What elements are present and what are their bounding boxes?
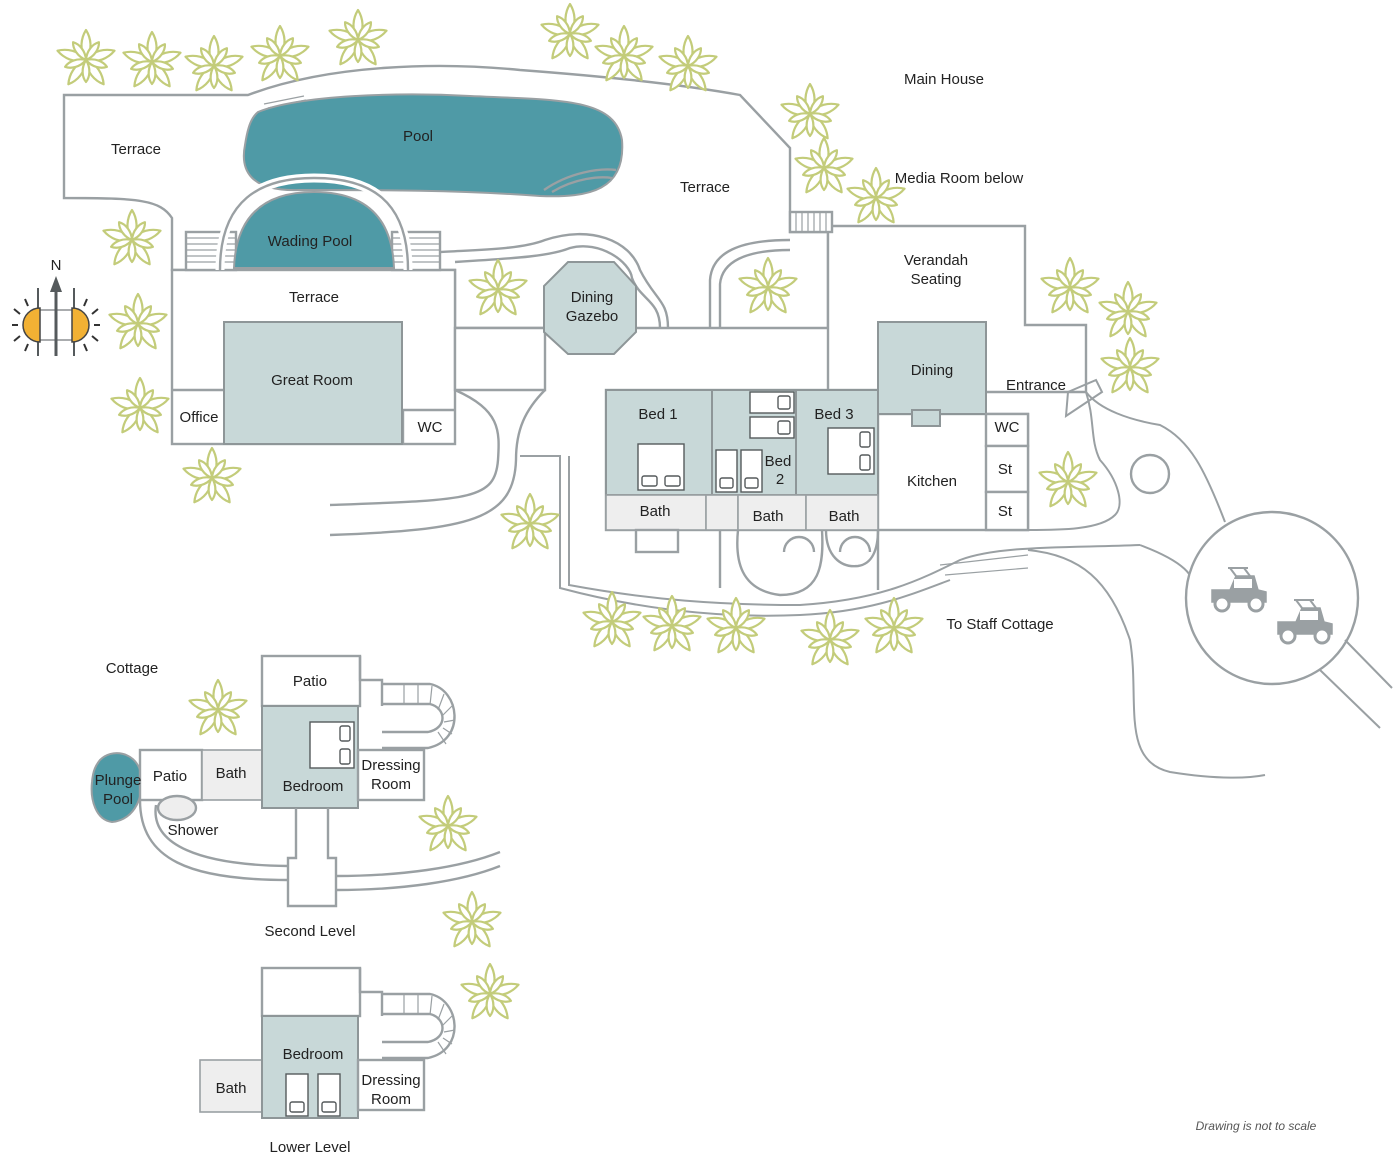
- label-main-house: Main House: [904, 71, 984, 88]
- label-office: Office: [180, 409, 219, 426]
- label-storage-1: St: [998, 461, 1013, 478]
- label-lower-bath: Bath: [216, 1080, 247, 1097]
- bed-icon: [827, 427, 875, 475]
- label-cottage-bedroom: Bedroom: [283, 778, 344, 795]
- label-wading-pool: Wading Pool: [268, 233, 353, 250]
- palm-plant-icon: [792, 136, 856, 197]
- palm-plant-icon: [120, 30, 184, 91]
- label-dining-gazebo-line2: Gazebo: [566, 308, 619, 325]
- label-terrace-east: Terrace: [680, 179, 730, 196]
- label-compass-north: N: [51, 257, 62, 274]
- label-bed1: Bed 1: [638, 406, 677, 423]
- palm-plant-icon: [778, 82, 842, 143]
- label-bath-1: Bath: [640, 503, 671, 520]
- label-lower-dressing-line2: Room: [371, 1091, 411, 1108]
- palm-plant-icon: [538, 2, 602, 63]
- palm-plant-icon: [416, 794, 480, 855]
- palm-plant-icon: [1036, 450, 1100, 511]
- label-second-level: Second Level: [265, 923, 356, 940]
- label-verandah-line1: Verandah: [904, 252, 968, 269]
- label-bath-3: Bath: [829, 508, 860, 525]
- label-bed2-line2: 2: [776, 471, 784, 488]
- label-bath-2: Bath: [753, 508, 784, 525]
- palm-plant-icon: [798, 608, 862, 669]
- palm-plant-icon: [186, 678, 250, 739]
- label-cottage-bath: Bath: [216, 765, 247, 782]
- palm-plant-icon: [248, 24, 312, 85]
- palm-plant-icon: [54, 28, 118, 89]
- label-scale-note: Drawing is not to scale: [1196, 1119, 1317, 1133]
- palm-plant-icon: [862, 596, 926, 657]
- palm-plant-icon: [440, 890, 504, 951]
- pools: [90, 93, 624, 824]
- label-pool: Pool: [403, 128, 433, 145]
- palm-plant-icon: [1038, 256, 1102, 317]
- palm-plant-icon: [326, 8, 390, 69]
- label-plunge-pool-line2: Pool: [103, 791, 133, 808]
- label-entrance: Entrance: [1006, 377, 1066, 394]
- label-storage-2: St: [998, 503, 1013, 520]
- label-lower-dressing-line1: Dressing: [361, 1072, 420, 1089]
- label-bed3: Bed 3: [814, 406, 853, 423]
- label-patio-top: Patio: [293, 673, 327, 690]
- label-media-room: Media Room below: [895, 170, 1024, 187]
- palm-plant-icon: [180, 446, 244, 507]
- palm-plant-icon: [100, 208, 164, 269]
- label-verandah-line2: Seating: [911, 271, 962, 288]
- palm-plant-icon: [1096, 280, 1160, 341]
- label-lower-bedroom: Bedroom: [283, 1046, 344, 1063]
- palm-plant-icon: [108, 376, 172, 437]
- label-plunge-pool-line1: Plunge: [95, 772, 142, 789]
- palm-plant-icon: [458, 962, 522, 1023]
- cottage-second-level: [138, 654, 501, 908]
- palm-plant-icon: [704, 596, 768, 657]
- label-dining: Dining: [911, 362, 954, 379]
- palm-plant-icon: [1098, 336, 1162, 397]
- label-terrace-middle: Terrace: [289, 289, 339, 306]
- furniture: [637, 391, 875, 493]
- bed-icon: [637, 443, 685, 491]
- label-wc-east: WC: [995, 419, 1020, 436]
- palm-plant-icon: [640, 594, 704, 655]
- palm-plant-icon: [592, 24, 656, 85]
- label-kitchen: Kitchen: [907, 473, 957, 490]
- compass-icon: [37, 276, 75, 356]
- bed-icon: [715, 391, 795, 493]
- palm-plant-icon: [106, 292, 170, 353]
- label-wc-west: WC: [418, 419, 443, 436]
- label-great-room: Great Room: [271, 372, 353, 389]
- label-dressing-room-line2: Room: [371, 776, 411, 793]
- label-patio-side: Patio: [153, 768, 187, 785]
- labels: Main House Media Room below Terrace Pool…: [51, 71, 1317, 1156]
- palm-plant-icon: [580, 590, 644, 651]
- sun-icon: [12, 298, 100, 352]
- label-lower-level: Lower Level: [270, 1139, 351, 1156]
- palm-plant-icon: [182, 34, 246, 95]
- label-to-staff-cottage: To Staff Cottage: [946, 616, 1053, 633]
- label-shower: Shower: [168, 822, 219, 839]
- label-bed2-line1: Bed: [765, 453, 792, 470]
- palm-plant-icon: [498, 492, 562, 553]
- label-dressing-room-line1: Dressing: [361, 757, 420, 774]
- cottage-lower-level: [199, 966, 456, 1119]
- label-dining-gazebo-line1: Dining: [571, 289, 614, 306]
- label-cottage: Cottage: [106, 660, 159, 677]
- label-terrace-west: Terrace: [111, 141, 161, 158]
